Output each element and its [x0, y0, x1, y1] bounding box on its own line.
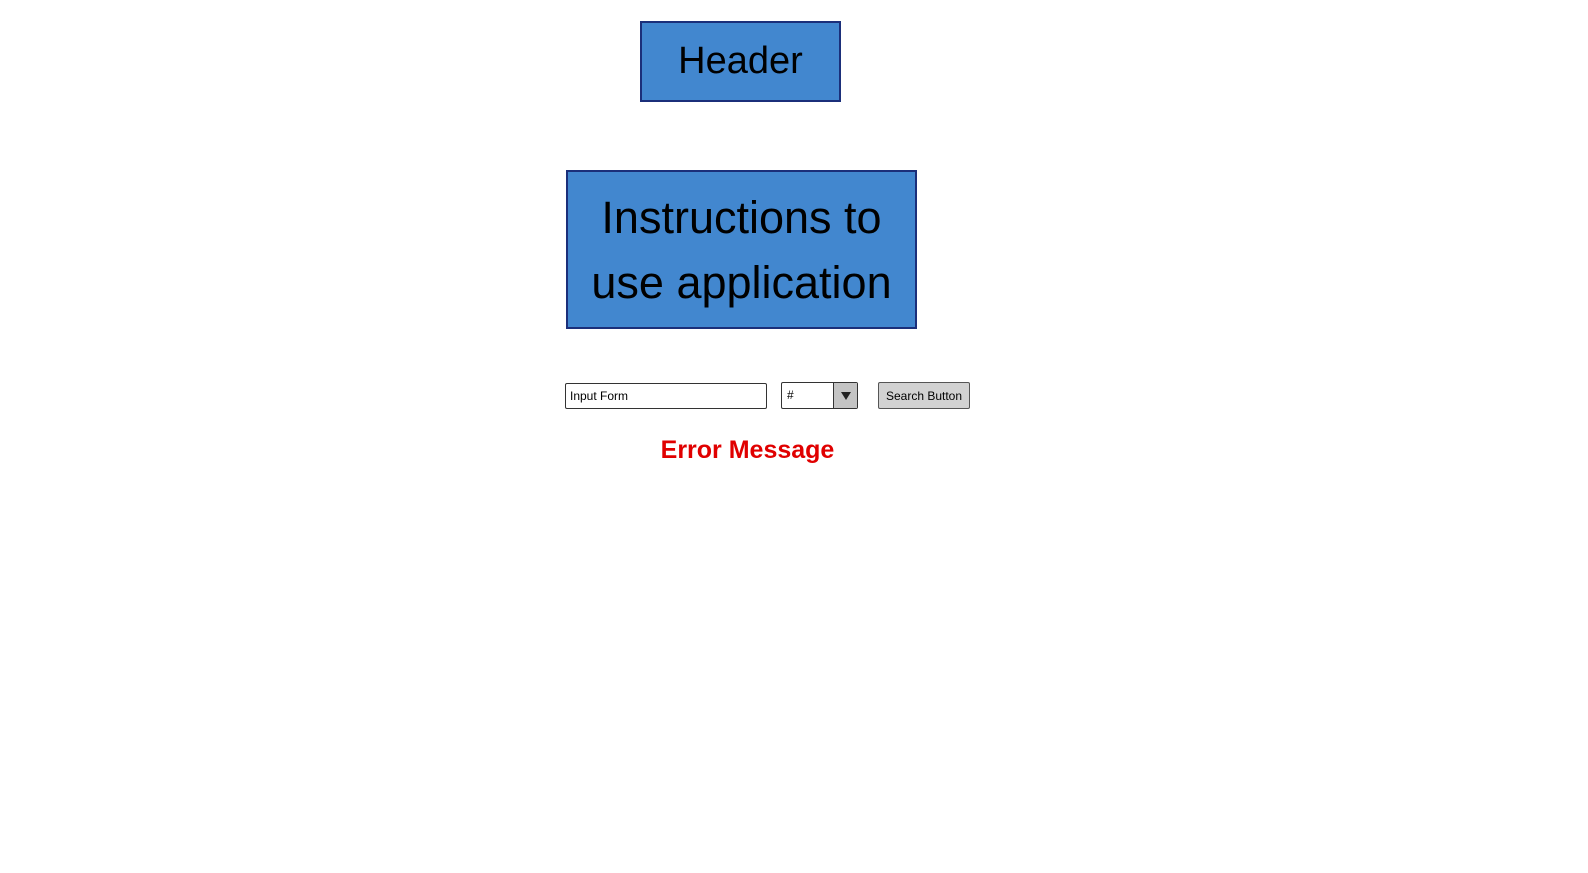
- instructions-text: Instructions to use application: [591, 191, 892, 308]
- chevron-down-icon: [840, 391, 851, 400]
- input-form[interactable]: [565, 383, 767, 409]
- search-button[interactable]: Search Button: [878, 382, 970, 409]
- instructions-box: Instructions to use application: [566, 170, 917, 329]
- error-message: Error Message: [660, 436, 835, 464]
- number-select[interactable]: #: [781, 382, 858, 409]
- select-dropdown-button[interactable]: [833, 383, 857, 408]
- header-box: Header: [640, 21, 841, 102]
- header-text: Header: [678, 40, 803, 82]
- select-value: #: [787, 388, 794, 402]
